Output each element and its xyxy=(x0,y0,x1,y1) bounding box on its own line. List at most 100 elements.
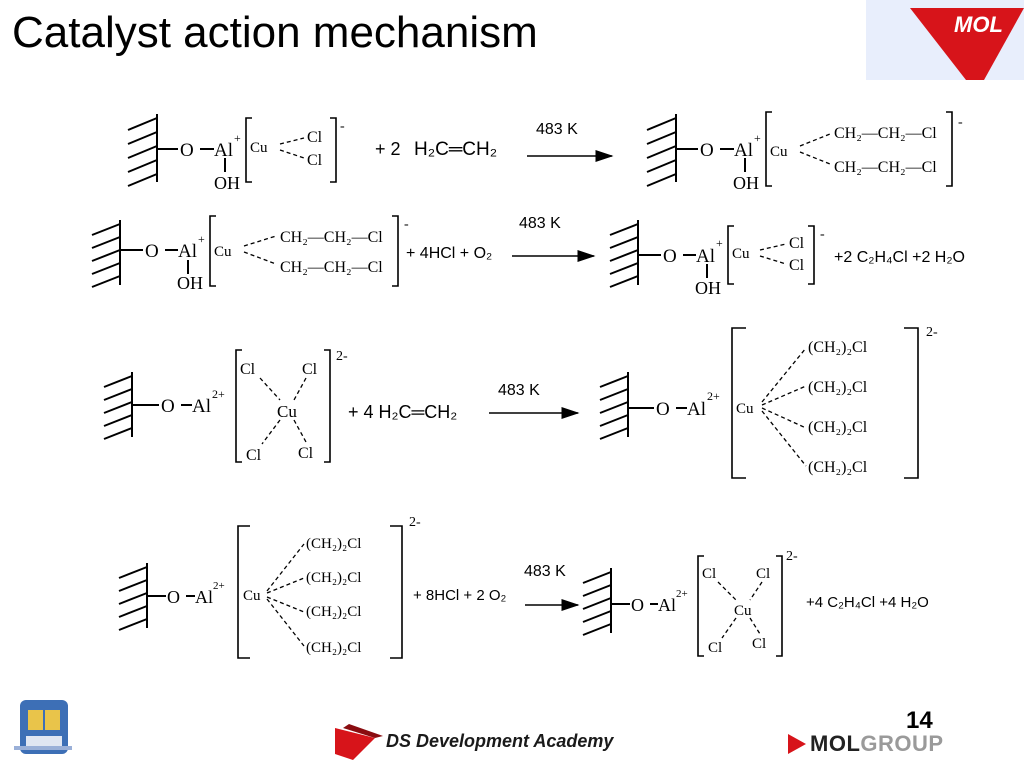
complex-charge: 2- xyxy=(336,349,348,364)
mol-triangle-icon xyxy=(910,8,1024,80)
copper-atom: Cu xyxy=(277,402,297,421)
molgroup-mol: MOL xyxy=(810,731,861,756)
chloroethyl-chain: (CH₂)₂Cl xyxy=(306,640,361,656)
al-charge: + xyxy=(198,232,205,246)
reaction-1: O Al + OH Cu Cl Cl - + 2 H₂C═CH₂ 483 K xyxy=(127,111,963,193)
ds-academy-logo xyxy=(335,724,383,760)
oxygen-atom: O xyxy=(180,140,194,161)
hydroxyl-group: OH xyxy=(214,173,240,193)
chlorine-atom: Cl xyxy=(298,445,314,462)
chlorine-atom: Cl xyxy=(756,566,770,582)
molgroup-wordmark: MOLGROUP xyxy=(810,731,944,757)
products: +2 C₂H₄Cl +2 H₂O xyxy=(834,249,965,266)
mol-corner-logo: MOL xyxy=(866,0,1024,80)
aluminium-atom: Al xyxy=(178,241,197,262)
chlorine-atom: Cl xyxy=(307,129,323,146)
chlorine-atom: Cl xyxy=(708,640,722,656)
ethylene-reagent: + 4 H₂C═CH₂ xyxy=(348,402,457,422)
chloroethyl-chain: (CH₂)₂Cl xyxy=(306,570,361,586)
complex-charge: - xyxy=(958,115,963,130)
aluminium-atom: Al xyxy=(734,140,753,161)
aluminium-atom: Al xyxy=(214,140,233,161)
surface-hatch xyxy=(127,114,226,187)
copper-atom: Cu xyxy=(250,140,268,156)
chloroethyl-chain: (CH₂)₂Cl xyxy=(808,379,868,396)
reaction-condition: 483 K xyxy=(519,215,561,232)
chloroethyl-chain: CH₂—CH₂—Cl xyxy=(834,159,937,176)
academy-crest-logo xyxy=(14,700,72,754)
reaction-condition: 483 K xyxy=(536,121,578,138)
chlorine-atom: Cl xyxy=(789,235,805,252)
chloroethyl-chain: (CH₂)₂Cl xyxy=(808,339,868,356)
al-charge: + xyxy=(716,236,723,250)
chlorine-atom: Cl xyxy=(246,447,262,464)
chlorine-atom: Cl xyxy=(307,152,323,169)
oxygen-atom: O xyxy=(631,595,644,615)
aluminium-atom: Al xyxy=(658,595,676,615)
reaction-condition: 483 K xyxy=(498,382,540,399)
copper-atom: Cu xyxy=(214,244,232,260)
chlorine-atom: Cl xyxy=(240,361,256,378)
reagents: + 4HCl + O₂ xyxy=(406,245,492,262)
al-charge: 2+ xyxy=(676,588,688,600)
copper-atom: Cu xyxy=(732,246,750,262)
aluminium-atom: Al xyxy=(195,587,213,607)
chlorine-atom: Cl xyxy=(702,566,716,582)
complex-charge: 2- xyxy=(409,515,421,530)
ethylene-reagent: H₂C═CH₂ xyxy=(414,139,497,160)
reagents: + 8HCl + 2 O₂ xyxy=(413,587,507,604)
complex-charge: - xyxy=(404,217,409,232)
complex-charge: - xyxy=(340,119,345,134)
chloroethyl-chain: (CH₂)₂Cl xyxy=(808,419,868,436)
reaction-condition: 483 K xyxy=(524,563,566,580)
chloroethyl-chain: CH₂—CH₂—Cl xyxy=(834,125,937,142)
copper-atom: Cu xyxy=(770,144,788,160)
al-charge: 2+ xyxy=(213,580,225,592)
page-number: 14 xyxy=(906,707,933,734)
reaction-3: O Al 2+ Cl Cl Cl Cl Cu 2- + 4 H₂C═CH₂ 48… xyxy=(103,325,938,479)
chloroethyl-chain: (CH₂)₂Cl xyxy=(306,536,361,552)
molgroup-group: GROUP xyxy=(860,731,944,756)
chloroethyl-chain: CH₂—CH₂—Cl xyxy=(280,259,383,276)
oxygen-atom: O xyxy=(656,399,670,420)
complex-charge: 2- xyxy=(926,325,938,340)
oxygen-atom: O xyxy=(700,140,714,161)
oxygen-atom: O xyxy=(161,396,175,417)
al-charge: 2+ xyxy=(212,387,225,401)
complex-bracket xyxy=(245,117,337,183)
molgroup-logo-mark xyxy=(788,734,806,754)
oxygen-atom: O xyxy=(167,587,180,607)
oxygen-atom: O xyxy=(145,241,159,262)
copper-atom: Cu xyxy=(736,401,754,417)
aluminium-atom: Al xyxy=(696,246,715,267)
crest-building-icon xyxy=(26,736,62,746)
hydroxyl-group: OH xyxy=(177,273,203,293)
hydroxyl-group: OH xyxy=(695,278,721,298)
reaction-2: O Al + OH Cu CH₂—CH₂—Cl CH₂—CH₂—Cl - + 4… xyxy=(91,215,965,298)
corner-logo-text: MOL xyxy=(954,12,1003,37)
complex-charge: 2- xyxy=(786,549,798,564)
reaction-4: O Al 2+ Cu (CH₂)₂Cl (CH₂)₂Cl (CH₂)₂Cl (C… xyxy=(118,515,929,659)
al-charge: + xyxy=(234,131,241,145)
chlorine-atom: Cl xyxy=(789,257,805,274)
chloroethyl-chain: (CH₂)₂Cl xyxy=(808,459,868,476)
al-charge: + xyxy=(754,131,761,145)
copper-atom: Cu xyxy=(243,588,261,604)
copper-atom: Cu xyxy=(734,603,752,619)
aluminium-atom: Al xyxy=(192,396,211,417)
hydroxyl-group: OH xyxy=(733,173,759,193)
footer-academy-name: DS Development Academy xyxy=(386,731,614,751)
chlorine-atom: Cl xyxy=(302,361,318,378)
chlorine-atom: Cl xyxy=(752,636,766,652)
chloroethyl-chain: CH₂—CH₂—Cl xyxy=(280,229,383,246)
ds-logo-mark-icon xyxy=(335,728,375,760)
complex-charge: - xyxy=(820,227,825,242)
chloroethyl-chain: (CH₂)₂Cl xyxy=(306,604,361,620)
al-charge: 2+ xyxy=(707,389,720,403)
oxygen-atom: O xyxy=(663,246,677,267)
reagent-coefficient: + 2 xyxy=(375,139,401,159)
molgroup-arrow-icon xyxy=(788,734,806,754)
slide-title: Catalyst action mechanism xyxy=(12,8,538,57)
products: +4 C₂H₄Cl +4 H₂O xyxy=(806,594,929,611)
